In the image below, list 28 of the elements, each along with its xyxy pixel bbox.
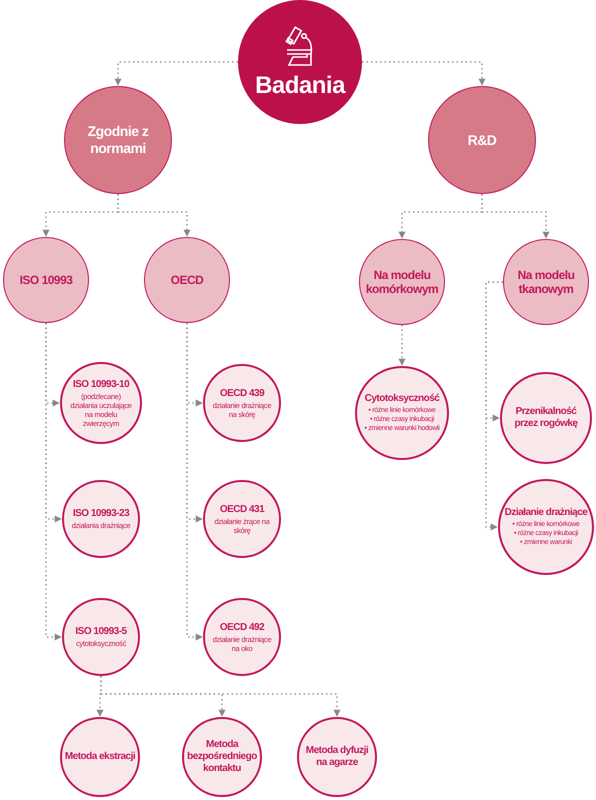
circle-title: Badania [255, 72, 345, 100]
circle-title: Metoda ekstracji [64, 751, 136, 763]
circle-title: Przenikalność przez rogówkę [514, 406, 578, 430]
circle-title: ISO 10993 [20, 272, 72, 288]
dotted-arrow [481, 194, 550, 239]
circle-title: ISO 10993-10 [72, 378, 130, 390]
circle-title: Na modelu tkanowym [516, 268, 576, 296]
circle-title: OECD 439 [220, 388, 264, 400]
circle-title: Zgodnie z normami [86, 123, 150, 157]
circle-title: Metoda bezpośredniego kontaktu [186, 739, 258, 775]
circle-title: OECD 431 [220, 504, 264, 516]
circle-title: ISO 10993-23 [72, 508, 130, 520]
circle-title: Na modelu komórkowym [364, 268, 440, 296]
circle-title: Cytotoksyczność [364, 392, 440, 405]
circle-title: ISO 10993-5 [75, 626, 127, 638]
dotted-arrow [117, 194, 190, 237]
circle-title: OECD [170, 272, 204, 288]
dotted-arrow [45, 323, 62, 640]
dotted-arrow [186, 323, 203, 640]
circle-title: Metoda dyfuzji na agarze [304, 745, 370, 769]
dotted-arrow [100, 676, 340, 717]
dotted-arrow [114, 61, 238, 86]
dotted-arrow [485, 281, 503, 530]
circle-title: Działanie drażniące [504, 506, 588, 519]
circle-title: R&D [468, 132, 496, 148]
dotted-arrow [362, 61, 486, 86]
dotted-arrow [398, 325, 406, 366]
circle-title: OECD 492 [220, 622, 264, 634]
